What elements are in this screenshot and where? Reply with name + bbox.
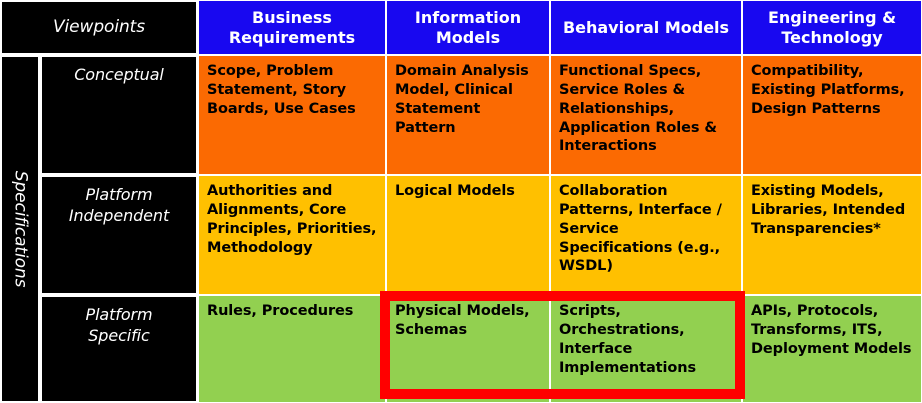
cell-text: Scope, Problem Statement, Story Boards, … [207, 63, 356, 117]
column-header-label: Information Models [414, 7, 522, 47]
column-header-behavioral-models: Behavioral Models [550, 0, 742, 55]
spine-label: Specifications [10, 170, 31, 288]
cell-text: Authorities and Alignments, Core Princip… [207, 183, 377, 256]
cell-text: Domain Analysis Model, Clinical Statemen… [395, 63, 529, 136]
column-header-engineering-technology: Engineering & Technology [742, 0, 922, 55]
column-header-label: Business Requirements [228, 7, 356, 47]
row-label-text: Conceptual [74, 65, 164, 84]
cell-platform-independent-business-requirements: Authorities and Alignments, Core Princip… [198, 175, 386, 295]
column-header-information-models: Information Models [386, 0, 550, 55]
row-label-text: Platform Specific [85, 305, 153, 345]
cell-text: Functional Specs, Service Roles & Relati… [559, 63, 717, 155]
cell-text: Existing Models, Libraries, Intended Tra… [751, 183, 906, 237]
cell-conceptual-behavioral-models: Functional Specs, Service Roles & Relati… [550, 55, 742, 175]
cell-text: Collaboration Patterns, Interface / Serv… [559, 183, 722, 275]
cell-text: Scripts, Orchestrations, Interface Imple… [559, 303, 696, 376]
row-label-platform-specific: Platform Specific [40, 295, 198, 403]
row-label-platform-independent: Platform Independent [40, 175, 198, 295]
cell-conceptual-engineering-technology: Compatibility, Existing Platforms, Desig… [742, 55, 922, 175]
cell-platform-specific-behavioral-models: Scripts, Orchestrations, Interface Imple… [550, 295, 742, 403]
cell-text: Physical Models, Schemas [395, 303, 530, 338]
cell-text: Rules, Procedures [207, 303, 354, 319]
cell-conceptual-business-requirements: Scope, Problem Statement, Story Boards, … [198, 55, 386, 175]
row-label-conceptual: Conceptual [40, 55, 198, 175]
cell-platform-independent-information-models: Logical Models [386, 175, 550, 295]
cell-conceptual-information-models: Domain Analysis Model, Clinical Statemen… [386, 55, 550, 175]
cell-text: Compatibility, Existing Platforms, Desig… [751, 63, 905, 117]
matrix-corner-viewpoints: Viewpoints [0, 0, 198, 55]
cell-platform-specific-engineering-technology: APIs, Protocols, Transforms, ITS, Deploy… [742, 295, 922, 403]
cell-platform-independent-engineering-technology: Existing Models, Libraries, Intended Tra… [742, 175, 922, 295]
column-header-business-requirements: Business Requirements [198, 0, 386, 55]
row-group-label-specifications: Specifications [0, 55, 40, 403]
column-header-label: Behavioral Models [562, 17, 730, 37]
cell-text: APIs, Protocols, Transforms, ITS, Deploy… [751, 303, 912, 357]
cell-text: Logical Models [395, 183, 515, 199]
cell-platform-independent-behavioral-models: Collaboration Patterns, Interface / Serv… [550, 175, 742, 295]
column-header-label: Engineering & Technology [767, 7, 897, 47]
row-label-text: Platform Independent [68, 185, 170, 225]
corner-label: Viewpoints [53, 17, 145, 38]
cell-platform-specific-information-models: Physical Models, Schemas [386, 295, 550, 403]
cell-platform-specific-business-requirements: Rules, Procedures [198, 295, 386, 403]
